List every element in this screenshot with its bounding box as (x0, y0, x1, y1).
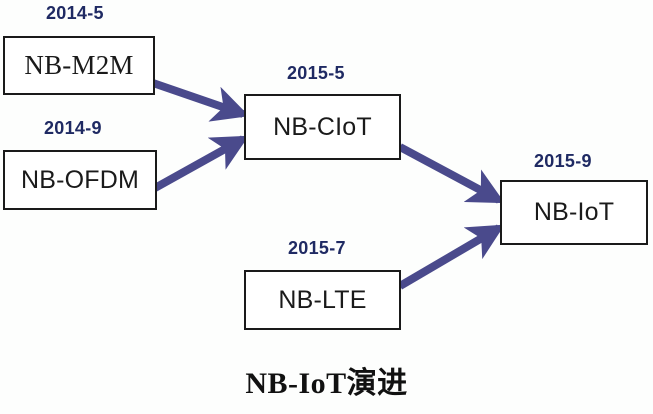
date-label-nb-iot: 2015-9 (534, 151, 592, 171)
node-nb-ofdm[interactable]: NB-OFDM (3, 150, 157, 210)
date-label-nb-m2m: 2014-5 (46, 3, 104, 23)
date-label-nb-ofdm: 2014-9 (44, 118, 102, 138)
node-label-nb-lte: NB-LTE (278, 285, 367, 314)
node-label-nb-ciot: NB-CIoT (273, 112, 372, 141)
edge-nb-m2m-to-nb-ciot (151, 79, 250, 122)
edge-nb-ciot-to-nb-iot (398, 143, 505, 204)
node-nb-lte[interactable]: NB-LTE (244, 270, 401, 330)
date-label-nb-lte: 2015-7 (288, 238, 346, 258)
node-nb-m2m[interactable]: NB-M2M (3, 36, 155, 95)
date-label-nb-ciot: 2015-5 (287, 63, 345, 83)
node-nb-iot[interactable]: NB-IoT (500, 180, 648, 245)
diagram-title: NB-IoT演进 (245, 367, 408, 400)
edge-nb-lte-to-nb-iot (397, 224, 505, 290)
node-label-nb-ofdm: NB-OFDM (20, 165, 140, 194)
node-label-nb-iot: NB-IoT (533, 198, 615, 226)
node-label-nb-m2m: NB-M2M (24, 50, 134, 80)
edge-nb-ofdm-to-nb-ciot (153, 135, 249, 192)
node-nb-ciot[interactable]: NB-CIoT (244, 94, 401, 160)
